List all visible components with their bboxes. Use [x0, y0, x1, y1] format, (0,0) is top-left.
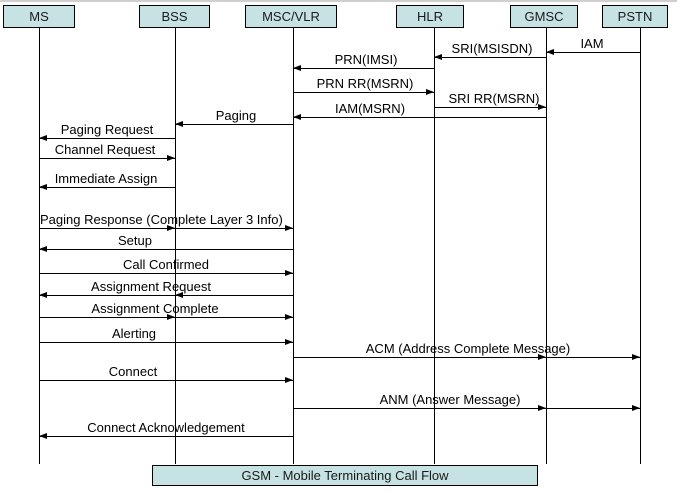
message-line-7	[39, 138, 175, 139]
message-line-2	[293, 68, 434, 69]
message-line-15	[39, 342, 293, 343]
message-label-17: Connect	[108, 364, 158, 379]
actor-box-gmsc: GMSC	[510, 5, 578, 28]
message-line-6	[175, 124, 293, 125]
message-label-19: Connect Acknowledgement	[87, 420, 245, 435]
lifeline-pstn	[640, 28, 641, 464]
message-label-18: ANM (Answer Message)	[379, 392, 521, 407]
message-line-18	[293, 408, 640, 409]
arrowhead-left-icon	[175, 121, 183, 127]
arrowhead-left-icon	[293, 65, 301, 71]
arrowhead-left-icon	[39, 433, 47, 439]
top-edge-line	[0, 0, 677, 2]
arrowhead-right-icon	[538, 104, 546, 110]
arrowhead-left-icon	[39, 246, 47, 252]
message-line-0	[546, 52, 640, 53]
message-label-6: Paging	[215, 108, 257, 123]
lifeline-hlr	[434, 28, 435, 464]
message-line-13	[39, 295, 293, 296]
message-line-4	[434, 107, 546, 108]
arrowhead-right-icon	[538, 405, 546, 411]
actor-box-hlr: HLR	[396, 5, 464, 28]
arrowhead-right-icon	[632, 354, 640, 360]
message-label-5: IAM(MSRN)	[334, 101, 406, 116]
lifeline-msc	[293, 28, 294, 464]
arrowhead-right-icon	[285, 225, 293, 231]
diagram-title-banner: GSM - Mobile Terminating Call Flow	[152, 465, 538, 486]
message-label-9: Immediate Assign	[54, 171, 158, 186]
actor-box-pstn: PSTN	[602, 5, 668, 28]
actor-box-ms: MS	[3, 5, 75, 28]
message-line-8	[39, 158, 175, 159]
message-line-5	[293, 117, 546, 118]
message-label-3: PRN RR(MSRN)	[316, 76, 414, 91]
message-line-1	[434, 57, 546, 58]
message-line-16	[293, 357, 640, 358]
message-label-15: Alerting	[111, 326, 157, 341]
message-label-1: SRI(MSISDN)	[451, 41, 533, 56]
arrowhead-right-icon	[167, 314, 175, 320]
arrowhead-right-icon	[426, 89, 434, 95]
message-line-17	[39, 380, 293, 381]
message-line-14	[39, 317, 293, 318]
message-label-4: SRI RR(MSRN)	[448, 91, 540, 106]
message-line-19	[39, 436, 293, 437]
message-line-12	[39, 273, 293, 274]
arrowhead-right-icon	[285, 270, 293, 276]
message-label-13: Assignment Request	[91, 279, 211, 294]
arrowhead-right-icon	[285, 314, 293, 320]
message-label-12: Call Confirmed	[123, 257, 209, 272]
message-label-11: Setup	[118, 233, 152, 248]
arrowhead-right-icon	[167, 155, 175, 161]
message-label-14: Assignment Complete	[91, 301, 219, 316]
actor-box-bss: BSS	[139, 5, 210, 28]
arrowhead-right-icon	[167, 225, 175, 231]
message-label-2: PRN(IMSI)	[334, 52, 398, 67]
message-line-3	[293, 92, 434, 93]
arrowhead-right-icon	[285, 377, 293, 383]
lifeline-gmsc	[546, 28, 547, 464]
arrowhead-left-icon	[434, 54, 442, 60]
message-line-11	[39, 249, 293, 250]
message-label-8: Channel Request	[54, 142, 156, 157]
actor-box-msc: MSC/VLR	[245, 5, 337, 28]
arrowhead-right-icon	[538, 354, 546, 360]
message-label-0: IAM	[580, 36, 604, 51]
message-label-16: ACM (Address Complete Message)	[365, 341, 571, 356]
arrowhead-left-icon	[39, 184, 47, 190]
message-label-7: Paging Request	[60, 122, 154, 137]
arrowhead-right-icon	[632, 405, 640, 411]
arrowhead-left-icon	[546, 49, 554, 55]
arrowhead-left-icon	[293, 114, 301, 120]
message-line-10	[39, 228, 293, 229]
arrowhead-left-icon	[39, 292, 47, 298]
arrowhead-left-icon	[39, 135, 47, 141]
arrowhead-right-icon	[285, 339, 293, 345]
arrowhead-left-icon	[175, 292, 183, 298]
message-label-10: Paging Response (Complete Layer 3 Info)	[40, 212, 283, 227]
message-line-9	[39, 187, 175, 188]
lifeline-bss	[175, 28, 176, 464]
